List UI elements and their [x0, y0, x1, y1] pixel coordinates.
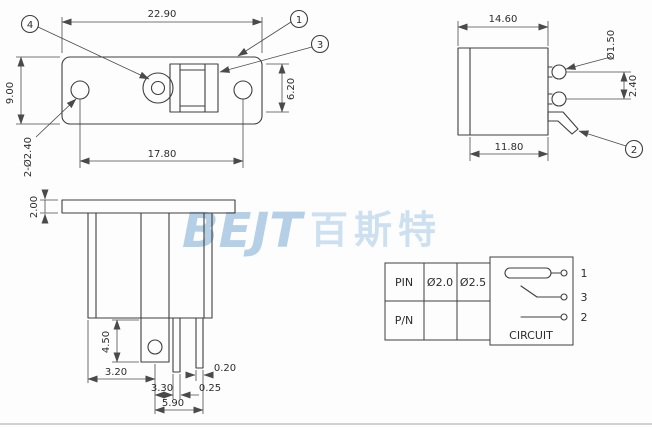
dim-body-height: 6.20 — [286, 78, 297, 100]
solder-pin-b — [195, 317, 204, 369]
circuit-box — [489, 256, 574, 346]
top-view-geometry — [61, 56, 263, 125]
mounting-hole-right — [233, 80, 253, 100]
terminal-leg-bottom — [547, 111, 579, 135]
dim-shaft-length: 4.50 — [101, 331, 112, 353]
terminal-pin-middle — [551, 91, 567, 107]
dim-pin-offset-b: 3.30 — [151, 383, 173, 394]
circuit-node-2 — [560, 313, 568, 321]
circuit-center-pin — [504, 267, 552, 279]
dim-side-body-width: 11.80 — [495, 142, 524, 153]
watermark-cjk: 百斯特 — [310, 208, 442, 252]
dim-flange-thickness: 2.00 — [29, 196, 40, 218]
balloon-1-label: 1 — [296, 15, 302, 26]
dim-pin-offset-a: 3.20 — [105, 367, 127, 378]
balloon-4 — [20, 14, 40, 34]
dim-pin-thickness-b: 0.25 — [199, 383, 221, 394]
dim-pin-thickness-a: 0.20 — [214, 363, 236, 374]
circuit-title: CIRCUIT — [509, 329, 553, 342]
circuit-node-3 — [560, 293, 568, 301]
dim-mounting-holes: 2-Ø2.40 — [22, 137, 34, 177]
table-cell-pin: PIN — [395, 276, 413, 289]
shaft-hole — [147, 339, 163, 355]
dim-pin-offset-c: 5.90 — [162, 398, 184, 409]
terminal-pin-top — [551, 64, 567, 80]
side-view-geometry — [457, 47, 579, 136]
circuit-pin-1-label: 1 — [581, 267, 588, 280]
balloon-3-label: 3 — [317, 40, 323, 51]
dim-pin-pitch: 2.40 — [628, 75, 639, 97]
watermark: BEJT 百斯特 — [182, 203, 442, 259]
balloon-4-label: 4 — [27, 20, 33, 31]
front-view-dimensions: 2.00 4.50 3.20 0.20 3.30 0.25 5.90 — [29, 189, 236, 414]
mounting-hole-left — [70, 80, 90, 100]
balloon-2-label: 2 — [631, 145, 637, 156]
jack-body-rect — [169, 63, 219, 113]
top-view-balloons: 4 1 3 — [20, 9, 330, 80]
balloon-1 — [289, 9, 309, 29]
circuit-pin-2-label: 2 — [581, 311, 588, 324]
side-view-dimensions: 14.60 Ø1.50 2.40 11.80 2 — [457, 14, 644, 161]
side-body-outline — [457, 47, 549, 136]
front-body-outline — [87, 212, 213, 319]
spec-table: PIN Ø2.0 Ø2.5 P/N — [384, 262, 491, 341]
table-cell-dia-25: Ø2.5 — [460, 276, 486, 289]
dim-side-width: 14.60 — [489, 14, 518, 25]
table-cell-dia-20: Ø2.0 — [427, 276, 453, 289]
dim-hole-spacing: 17.80 — [148, 149, 177, 160]
dim-pin-diameter: Ø1.50 — [605, 30, 617, 60]
barrel-inner-circle — [150, 80, 166, 96]
plate-outline — [61, 56, 263, 125]
watermark-latin: BEJT — [182, 203, 305, 259]
circuit-diagram: 1 3 2 CIRCUIT — [489, 256, 588, 346]
dim-plate-height: 9.00 — [5, 82, 16, 104]
circuit-node-1 — [560, 269, 568, 277]
front-view-geometry — [61, 199, 236, 373]
dim-plate-width: 22.90 — [148, 9, 177, 20]
barrel-outer-circle — [142, 72, 174, 104]
circuit-switch-arm — [520, 285, 538, 298]
table-cell-pn: P/N — [395, 314, 414, 327]
solder-pin-a — [172, 317, 181, 373]
balloon-3 — [310, 34, 330, 54]
balloon-2 — [624, 139, 644, 159]
circuit-pin-3-label: 3 — [581, 291, 588, 304]
top-view-dimensions: 22.90 9.00 6.20 17.80 2-Ø2.40 — [5, 9, 297, 177]
